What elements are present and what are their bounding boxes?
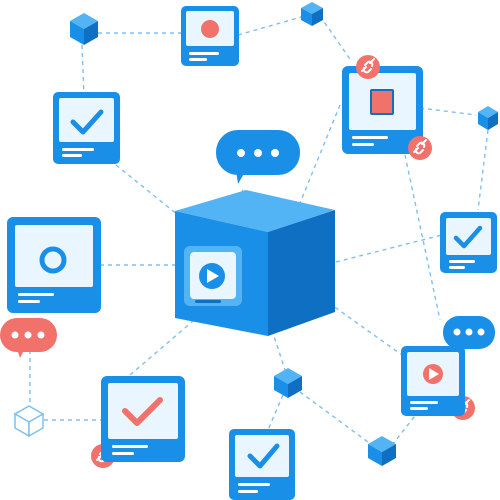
cube-icon <box>368 436 396 466</box>
play-icon <box>429 368 439 380</box>
connector-lines <box>29 15 489 446</box>
check-icon <box>247 443 280 469</box>
cube-icon <box>70 13 98 45</box>
card-check-right <box>440 212 497 273</box>
record-circle-icon <box>201 20 219 38</box>
card-check-top-left <box>53 92 120 164</box>
cube-icon <box>13 405 45 438</box>
circle-outline-icon <box>39 246 67 274</box>
card-check-bottom-left <box>101 376 185 462</box>
cube-icon <box>478 106 498 130</box>
card-record-top <box>181 6 239 66</box>
stop-square-icon <box>370 89 394 115</box>
check-icon <box>122 397 163 426</box>
chat-bubble-icon <box>0 318 57 358</box>
link-icon <box>356 55 380 79</box>
cube-icon <box>274 368 302 398</box>
card-radio-left <box>7 217 101 313</box>
chat-bubble-icon <box>216 130 300 184</box>
central-media-cube <box>175 190 335 336</box>
check-icon <box>453 225 483 249</box>
play-icon <box>207 269 219 283</box>
card-stop-top-right <box>342 66 423 154</box>
check-icon <box>70 109 104 135</box>
card-check-bottom <box>229 429 295 500</box>
link-icon <box>408 136 432 160</box>
cube-icon <box>301 2 323 26</box>
card-play-bottom-right <box>401 346 465 416</box>
